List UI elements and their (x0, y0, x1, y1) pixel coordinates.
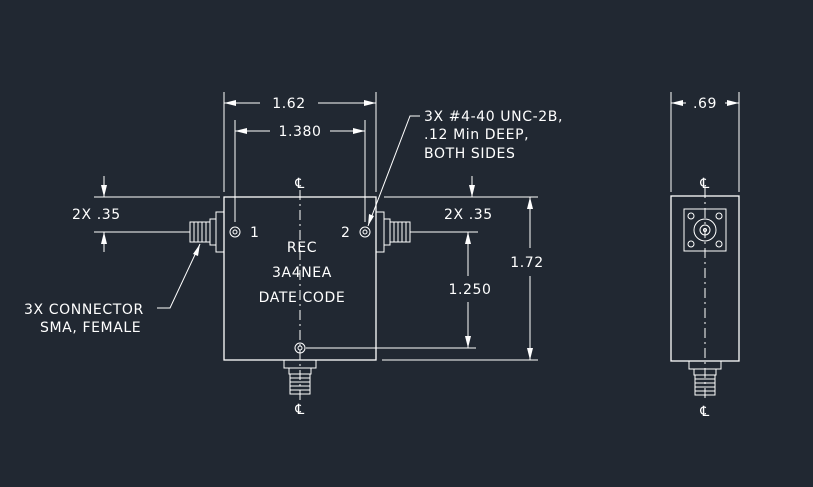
dim-left-offset-text: 2X .35 (72, 207, 121, 223)
note-connector-line-2: SMA, FEMALE (40, 320, 141, 336)
label-line-3: DATE CODE (259, 290, 346, 306)
centerline-symbol-top: ℄ (294, 176, 305, 192)
mounting-hole-1 (229, 226, 241, 238)
mounting-hole-2 (359, 226, 371, 238)
dimension-width: 1.62 (223, 92, 377, 192)
centerline-symbol-bottom: ℄ (294, 402, 305, 418)
port-2-label: 2 (341, 225, 351, 241)
dimension-depth: .69 (670, 92, 740, 192)
dim-width-text: 1.62 (272, 96, 306, 112)
note-holes-line-3: BOTH SIDES (424, 146, 515, 162)
note-mounting-holes: 3X #4-40 UNC-2B, .12 Min DEEP, BOTH SIDE… (367, 109, 563, 227)
dim-depth-text: .69 (693, 96, 717, 112)
dim-height-text: 1.72 (510, 255, 544, 271)
dim-hole-spacing-text: 1.380 (278, 124, 321, 140)
note-holes-line-2: .12 Min DEEP, (424, 127, 529, 143)
port-1-label: 1 (250, 225, 260, 241)
dimension-hole-spacing: 1.380 (234, 120, 366, 222)
note-holes-line-1: 3X #4-40 UNC-2B, (424, 109, 563, 125)
label-line-2: 3A4NEA (272, 265, 332, 281)
dimension-left-offset: 2X .35 (72, 176, 220, 252)
front-view: 1 2 REC 3A4NEA DATE CODE ℄ ℄ (189, 176, 411, 418)
note-connector: 3X CONNECTOR SMA, FEMALE (24, 243, 201, 336)
label-line-1: REC (287, 240, 317, 256)
dimension-right-offset: 2X .35 (410, 176, 493, 233)
dimension-height: 1.72 (382, 196, 544, 361)
side-sma-flange (683, 208, 727, 252)
side-centerline-symbol-bottom: ℄ (699, 404, 710, 420)
sma-connector-right (375, 211, 411, 253)
dim-port-spacing-text: 1.250 (448, 282, 491, 298)
note-connector-line-1: 3X CONNECTOR (24, 302, 144, 318)
sma-connector-bottom (283, 359, 317, 395)
sma-connector-left (189, 211, 225, 253)
side-sma-connector-bottom (688, 360, 722, 396)
mounting-hole-3 (294, 342, 306, 354)
side-centerline-symbol-top: ℄ (699, 176, 710, 192)
side-view: ℄ ℄ (670, 176, 740, 420)
dim-right-offset-text: 2X .35 (444, 207, 493, 223)
